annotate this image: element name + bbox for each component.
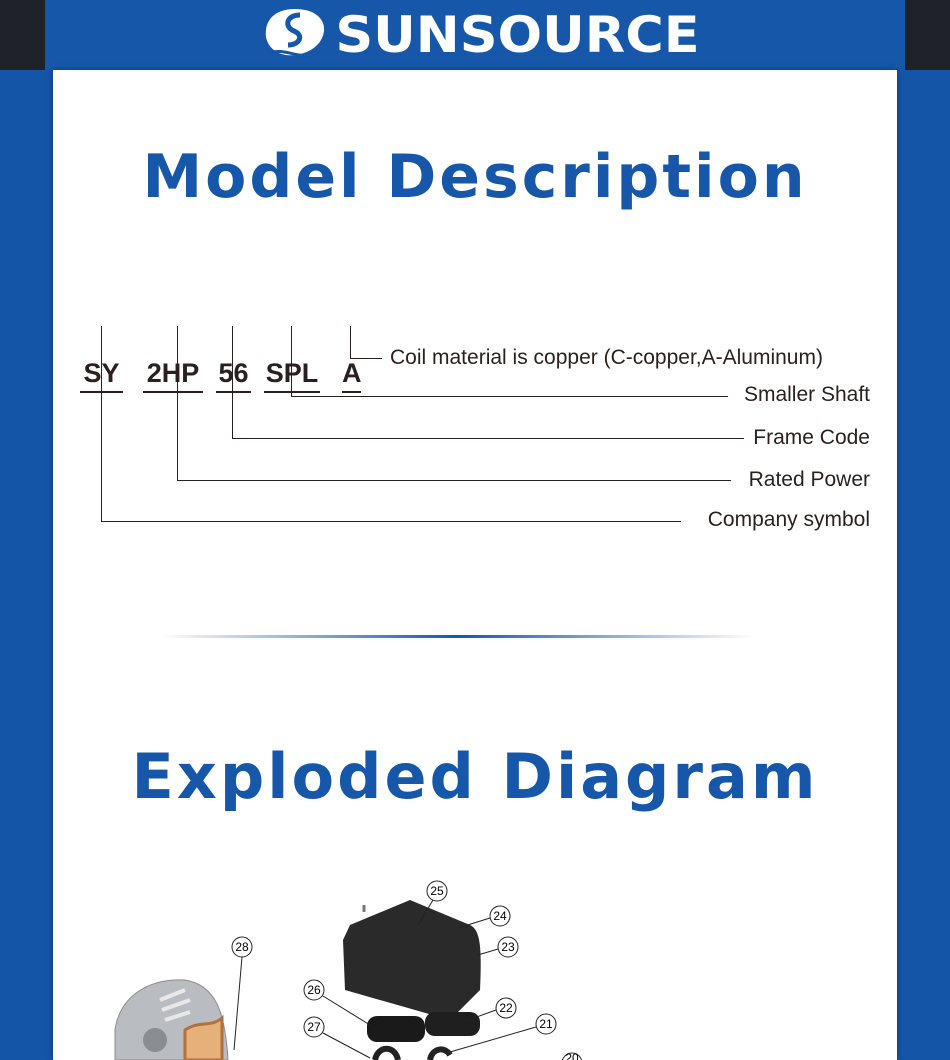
label-coil-material: Coil material is copper (C-copper,A-Alum…	[390, 346, 823, 369]
leader-line	[177, 480, 731, 481]
leader-line	[232, 326, 233, 439]
svg-text:21: 21	[539, 1017, 553, 1031]
callout-20: 20	[561, 1051, 583, 1060]
capacitor-part	[367, 1012, 480, 1060]
callout-leaders	[233, 899, 537, 1059]
code-a: A	[342, 358, 362, 393]
svg-text:23: 23	[501, 940, 515, 954]
code-2hp: 2HP	[143, 358, 203, 393]
svg-text:26: 26	[307, 983, 321, 997]
code-56: 56	[216, 358, 251, 393]
brand-name: SUNSOURCE	[334, 6, 700, 64]
leader-line	[291, 326, 292, 397]
callout-27: 27	[303, 1016, 325, 1038]
svg-text:25: 25	[430, 884, 444, 898]
leader-line	[350, 358, 382, 359]
svg-text:22: 22	[499, 1001, 513, 1015]
svg-text:24: 24	[493, 909, 507, 923]
label-smaller-shaft: Smaller Shaft	[743, 383, 870, 406]
leader-line	[101, 521, 681, 522]
leader-line	[232, 438, 744, 439]
leader-line	[291, 396, 728, 397]
corner-right	[905, 0, 950, 70]
callout-28: 28	[231, 936, 253, 958]
callout-26: 26	[303, 979, 325, 1001]
svg-text:28: 28	[235, 940, 249, 954]
end-cover-part	[114, 979, 229, 1060]
sunsource-logo-icon	[265, 9, 324, 58]
label-company-symbol: Company symbol	[707, 508, 870, 531]
terminal-box-cover-part	[343, 900, 481, 1020]
callout-22: 22	[495, 997, 517, 1019]
section-divider	[160, 635, 755, 638]
svg-text:20: 20	[565, 1051, 579, 1060]
label-rated-power: Rated Power	[748, 468, 870, 491]
model-description-title: Model Description	[142, 142, 808, 212]
exploded-diagram-title: Exploded Diagram	[131, 740, 819, 813]
leader-line	[101, 326, 102, 522]
leader-line	[177, 326, 178, 481]
corner-left	[0, 0, 45, 70]
header-banner: SUNSOURCE	[45, 0, 905, 70]
code-spl: SPL	[264, 358, 320, 393]
callout-23: 23	[497, 936, 519, 958]
callout-24: 24	[489, 905, 511, 927]
callout-25: 25	[426, 880, 448, 902]
label-frame-code: Frame Code	[753, 426, 870, 449]
callout-21: 21	[535, 1013, 557, 1035]
callouts: 28 25 24 23 26 22 27 21 20	[231, 880, 583, 1060]
exploded-diagram: 28 25 24 23 26 22 27 21 20	[114, 880, 583, 1060]
svg-text:27: 27	[307, 1020, 321, 1034]
content-panel: Model Description SY 2HP 56 SPL A Coil m…	[53, 70, 897, 1060]
leader-line	[350, 326, 351, 359]
